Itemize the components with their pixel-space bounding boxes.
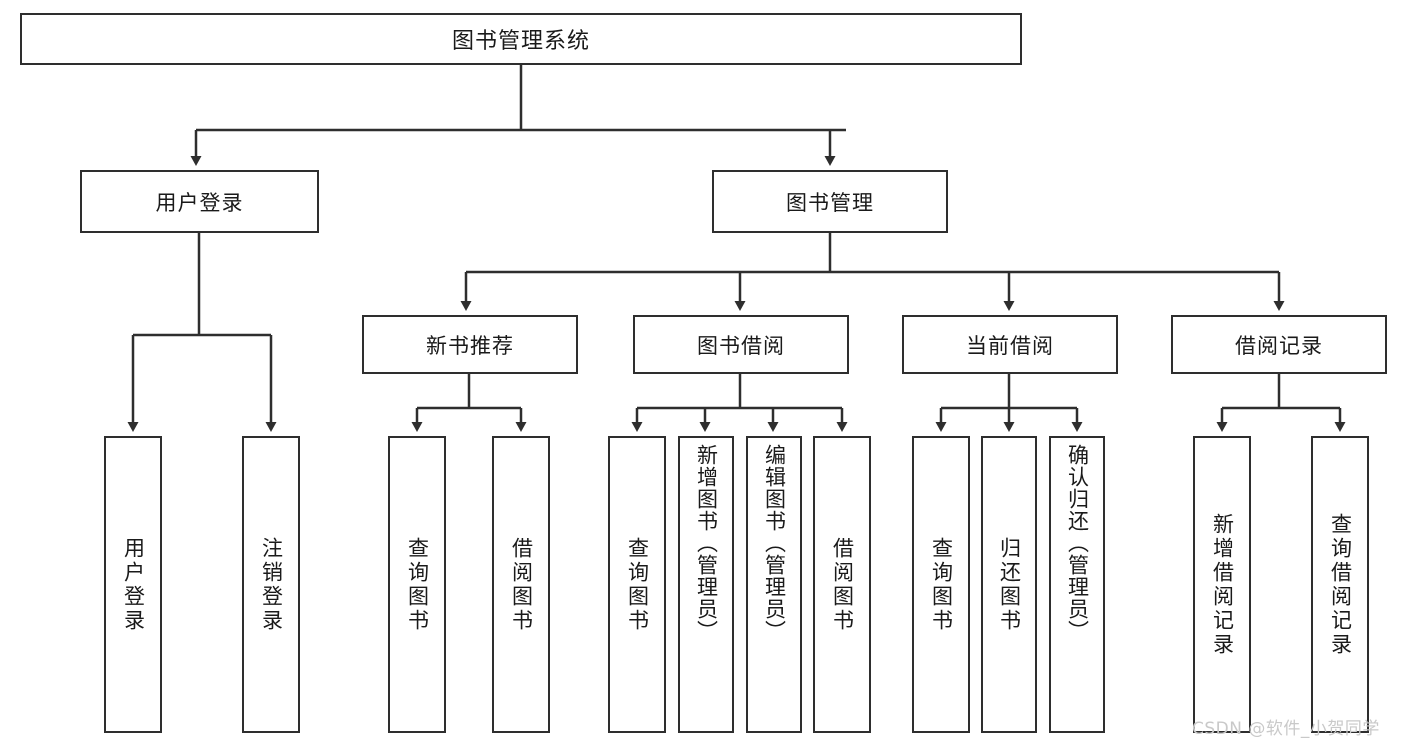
node-book-management[interactable]: 图书管理 bbox=[712, 170, 948, 233]
leaf-query-book-borrow[interactable]: 查询图书 bbox=[608, 436, 666, 733]
leaf-logout-login[interactable]: 注销登录 bbox=[242, 436, 300, 733]
leaf-add-borrow-record[interactable]: 新增借阅记录 bbox=[1193, 436, 1251, 733]
leaf-query-borrow-record[interactable]: 查询借阅记录 bbox=[1311, 436, 1369, 733]
leaf-confirm-return-admin[interactable]: 确认归还（管理员） bbox=[1049, 436, 1105, 733]
node-current-borrow[interactable]: 当前借阅 bbox=[902, 315, 1118, 374]
node-root[interactable]: 图书管理系统 bbox=[20, 13, 1022, 65]
leaf-user-login[interactable]: 用户登录 bbox=[104, 436, 162, 733]
leaf-add-book-admin[interactable]: 新增图书（管理员） bbox=[678, 436, 734, 733]
leaf-borrow-book-recommend[interactable]: 借阅图书 bbox=[492, 436, 550, 733]
node-new-book-recommend[interactable]: 新书推荐 bbox=[362, 315, 578, 374]
node-user-login[interactable]: 用户登录 bbox=[80, 170, 319, 233]
leaf-return-book[interactable]: 归还图书 bbox=[981, 436, 1037, 733]
leaf-borrow-book[interactable]: 借阅图书 bbox=[813, 436, 871, 733]
leaf-query-book-current[interactable]: 查询图书 bbox=[912, 436, 970, 733]
leaf-edit-book-admin[interactable]: 编辑图书（管理员） bbox=[746, 436, 802, 733]
watermark: CSDN @软件_小贺同学 bbox=[1192, 719, 1380, 739]
node-book-borrow[interactable]: 图书借阅 bbox=[633, 315, 849, 374]
leaf-query-book-recommend[interactable]: 查询图书 bbox=[388, 436, 446, 733]
node-borrow-record[interactable]: 借阅记录 bbox=[1171, 315, 1387, 374]
